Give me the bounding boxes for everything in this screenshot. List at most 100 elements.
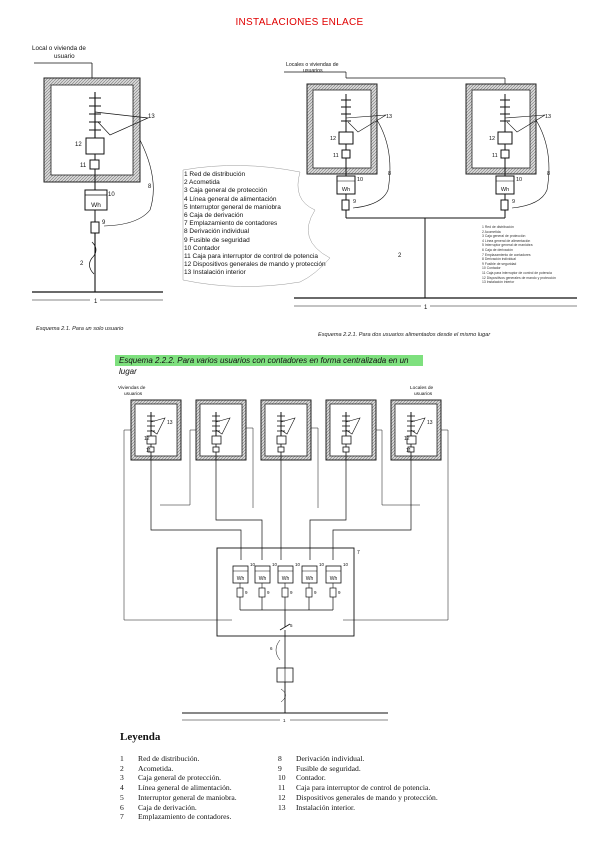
meter-label: Wh	[342, 187, 350, 193]
key-list-item: 2 Acometida	[184, 179, 220, 187]
legend-number: 10	[278, 773, 286, 783]
key-list-outline	[182, 165, 331, 287]
num-10: 10	[108, 192, 115, 198]
num-12: 12	[330, 136, 336, 142]
schema3-label-locales2: usuarios	[414, 391, 433, 397]
key-list-item: 13 Instalación interior	[184, 269, 246, 277]
legend-number: 8	[278, 754, 282, 763]
legend-text: Instalación interior.	[296, 802, 356, 812]
legend-text: Contador.	[296, 773, 326, 783]
num-11: 11	[406, 448, 411, 454]
num-11: 11	[333, 153, 339, 159]
num-8: 8	[547, 171, 550, 177]
num-12: 12	[489, 136, 495, 142]
num-2: 2	[80, 261, 84, 267]
num-9: 9	[338, 590, 341, 595]
num-11: 11	[492, 153, 498, 159]
meter-label: Wh	[259, 576, 267, 582]
num-1: 1	[424, 305, 428, 311]
num-11: 11	[80, 163, 87, 169]
key-list-item: 5 Interruptor general de maniobra	[184, 203, 281, 211]
num-9: 9	[245, 590, 248, 595]
num-13: 13	[386, 114, 392, 120]
key-list-item: 1 Red de distribución	[482, 225, 514, 229]
legend-number: 11	[278, 783, 286, 793]
key-list-item: 9 Fusible de seguridad	[482, 261, 517, 266]
legend-text: Red de distribución.	[138, 754, 200, 763]
schema1-label-local2: usuario	[54, 53, 75, 60]
key-list-item: 3 Caja general de protección	[184, 187, 268, 195]
num-10: 10	[250, 562, 256, 567]
key-list-item: 9 Fusible de seguridad	[184, 236, 250, 244]
num-13: 13	[427, 420, 433, 426]
num-12: 12	[144, 436, 150, 442]
num-5: 5	[290, 623, 293, 628]
legend-text: Caja para interruptor de control de pote…	[296, 783, 431, 793]
legend-row: 11 Caja para interruptor de control de po…	[278, 783, 438, 793]
legend-row: 9 Fusible de seguridad.	[278, 764, 438, 774]
key-list-item: 12 Dispositivos generales de mando y pro…	[184, 261, 326, 269]
schema3-label-viviendas2: usuarios	[124, 391, 143, 397]
legend-number: 2	[120, 763, 124, 773]
num-13: 13	[167, 420, 173, 426]
legend-row: 2 Acometida.	[120, 764, 237, 774]
legend-text: Dispositivos generales de mando y protec…	[296, 792, 438, 802]
key-list-item: 8 Derivación individual	[482, 257, 516, 262]
key-list-item: 7 Emplazamiento de contadores	[482, 252, 531, 257]
num-9: 9	[267, 590, 270, 595]
num-12: 12	[404, 436, 410, 442]
key-list-item: 6 Caja de derivación	[184, 212, 244, 220]
num-10: 10	[272, 562, 278, 567]
legend-number: 12	[278, 792, 286, 802]
num-1: 1	[283, 718, 286, 723]
num-9: 9	[290, 590, 293, 595]
legend-text: Caja de derivación.	[138, 802, 197, 812]
legend-title: Leyenda	[120, 731, 161, 743]
schema3-label-locales: Locales de	[410, 385, 434, 391]
key-list-item: 8 Derivación individual	[184, 228, 250, 236]
key-list-item: 1 Red de distribución	[184, 171, 246, 178]
num-6: 6	[270, 646, 273, 651]
legend-text: Caja general de protección.	[138, 773, 222, 783]
legend-text: Acometida.	[138, 763, 174, 773]
legend-number: 4	[120, 783, 124, 793]
legend-number: 5	[120, 792, 124, 802]
legend-text: Fusible de seguridad.	[296, 763, 361, 773]
num-8: 8	[148, 184, 152, 190]
schema-2-2-1: Locales o viviendas de usuarios Wh 13 12…	[284, 62, 577, 338]
num-1: 1	[94, 299, 98, 305]
num-10: 10	[319, 562, 325, 567]
num-9: 9	[314, 590, 317, 595]
key-list-item: 13 Instalación interior	[482, 280, 515, 285]
num-10: 10	[357, 177, 363, 183]
num-13: 13	[545, 114, 551, 120]
meter-label: Wh	[237, 576, 245, 582]
num-8: 8	[388, 171, 391, 177]
key-list-item: 6 Caja de derivación	[482, 247, 513, 252]
legend-row: 10 Contador.	[278, 773, 438, 783]
schema3-caption: Esquema 2.2.2. Para varios usuarios con …	[115, 355, 423, 376]
num-9: 9	[353, 199, 356, 205]
num-9: 9	[512, 199, 515, 205]
schema2-label-locales2: usuarios	[303, 68, 323, 74]
key-list-item: 4 Línea general de alimentación	[184, 195, 277, 203]
num-10: 10	[343, 562, 349, 567]
key-list-item: 2 Acometida	[482, 229, 501, 234]
key-list-item: 4 Línea general de alimentación	[482, 238, 531, 243]
schema-2-2-2: Viviendas de usuarios Locales de usuario…	[118, 385, 449, 723]
schema1-caption: Esquema 2.1. Para un solo usuario	[36, 326, 123, 332]
legend-number: 9	[278, 763, 282, 773]
num-10: 10	[295, 562, 301, 567]
meter-label: Wh	[501, 187, 509, 193]
